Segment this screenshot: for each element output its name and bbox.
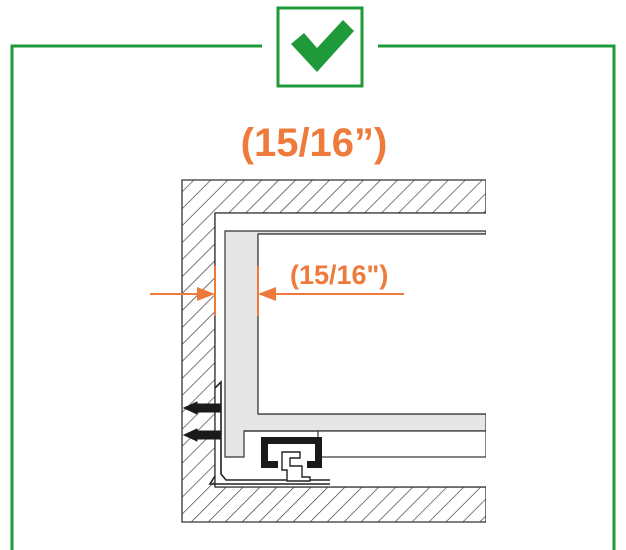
runner-profile [261,437,322,482]
drawer-box [224,230,486,458]
slide-rail [208,380,330,485]
gap-dimension [150,266,404,316]
outer-frame [10,44,616,550]
approval-badge [276,6,364,88]
check-mark-icon [291,20,354,72]
mounting-screws [182,401,221,442]
arrow-left-icon [258,287,276,301]
arrow-right-icon [197,287,215,301]
cabinet-section [181,179,486,523]
dimension-label: (15/16") [290,260,388,290]
diagram-title: (15/16”) [241,121,388,165]
